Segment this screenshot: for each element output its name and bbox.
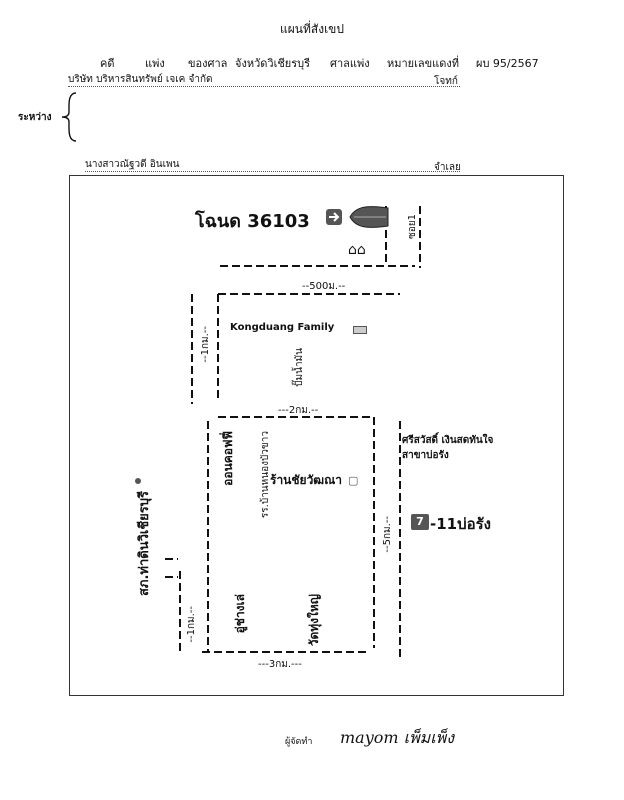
deed-label: โฉนด 36103 <box>195 211 310 232</box>
case-type: แพ่ง <box>145 57 165 70</box>
seven-eleven-badge: 7 <box>411 514 429 530</box>
distance-1km-top: --1กม.-- <box>200 326 211 363</box>
brace-icon <box>61 92 77 142</box>
made-by-label: ผู้จัดทำ <box>285 737 313 747</box>
gas-station-label: ปั๊มน้ำมัน <box>294 348 305 387</box>
between-label: ระหว่าง <box>18 112 52 123</box>
srisawat-label-2: สาขาบ่อรัง <box>402 450 449 461</box>
garage-label: อู่ช่างเล่ <box>233 594 247 634</box>
temple-label: วัดทุ่งใหญ่ <box>307 594 321 647</box>
distance-5km: --5กม.-- <box>382 516 393 553</box>
distance-2km: ---2กม.-- <box>278 405 319 416</box>
kongduang-family-label: Kongduang Family <box>230 322 335 333</box>
sketch-map: โฉนด 36103 ซอย1 ⌂⌂ --500ม.-- --1กม.-- Ko… <box>69 175 564 696</box>
signature: mayom เพ็มเพ็ง <box>340 728 455 747</box>
court-province: จังหวัดวิเชียรบุรี <box>235 57 311 70</box>
red-number: ผบ 95/2567 <box>476 57 539 70</box>
police-station-label: สภ.ท่าดินวิเชียรบุรี <box>137 491 152 597</box>
distance-1km-bottom: --1กม.-- <box>186 606 197 643</box>
court-kind: ศาลแพ่ง <box>330 57 370 70</box>
road-lines <box>165 206 421 658</box>
bed-icon <box>353 326 367 334</box>
arrow-right-icon <box>326 209 342 225</box>
court-of-label: ของศาล <box>188 57 228 70</box>
plaintiff-dotted-line <box>68 86 460 87</box>
defendant-dotted-line <box>85 171 460 172</box>
distance-500m: --500ม.-- <box>302 281 346 292</box>
defendant-role: จำเลย <box>434 162 461 173</box>
red-number-label: หมายเลขแดงที่ <box>387 57 459 70</box>
soi-label: ซอย1 <box>407 214 418 240</box>
leaf-pin-icon <box>349 206 389 228</box>
plaintiff-name: บริษัท บริหารสินทรัพย์ เจเค จำกัด <box>68 74 213 85</box>
srisawat-label-1: ศรีสวัสดิ์ เงินสดทันใจ <box>402 435 494 446</box>
cart-icon: ▢ <box>348 474 359 487</box>
distance-3km: ---3กม.--- <box>258 659 302 670</box>
case-label: คดี <box>100 57 115 70</box>
seven-eleven-label: -11บ่อรัง <box>430 515 492 533</box>
shop-label: ร้านชัยวัฒณา <box>270 473 343 487</box>
on-coffee-label: ออนคอฟฟี่ <box>221 431 235 486</box>
defendant-name: นางสาวณัฐวดี อินเพน <box>85 159 180 170</box>
location-pin-icon <box>135 478 141 484</box>
document-title: แผนที่สังเขป <box>280 22 344 36</box>
plaintiff-role: โจทก์ <box>434 76 458 87</box>
houses-icon: ⌂⌂ <box>348 242 366 258</box>
